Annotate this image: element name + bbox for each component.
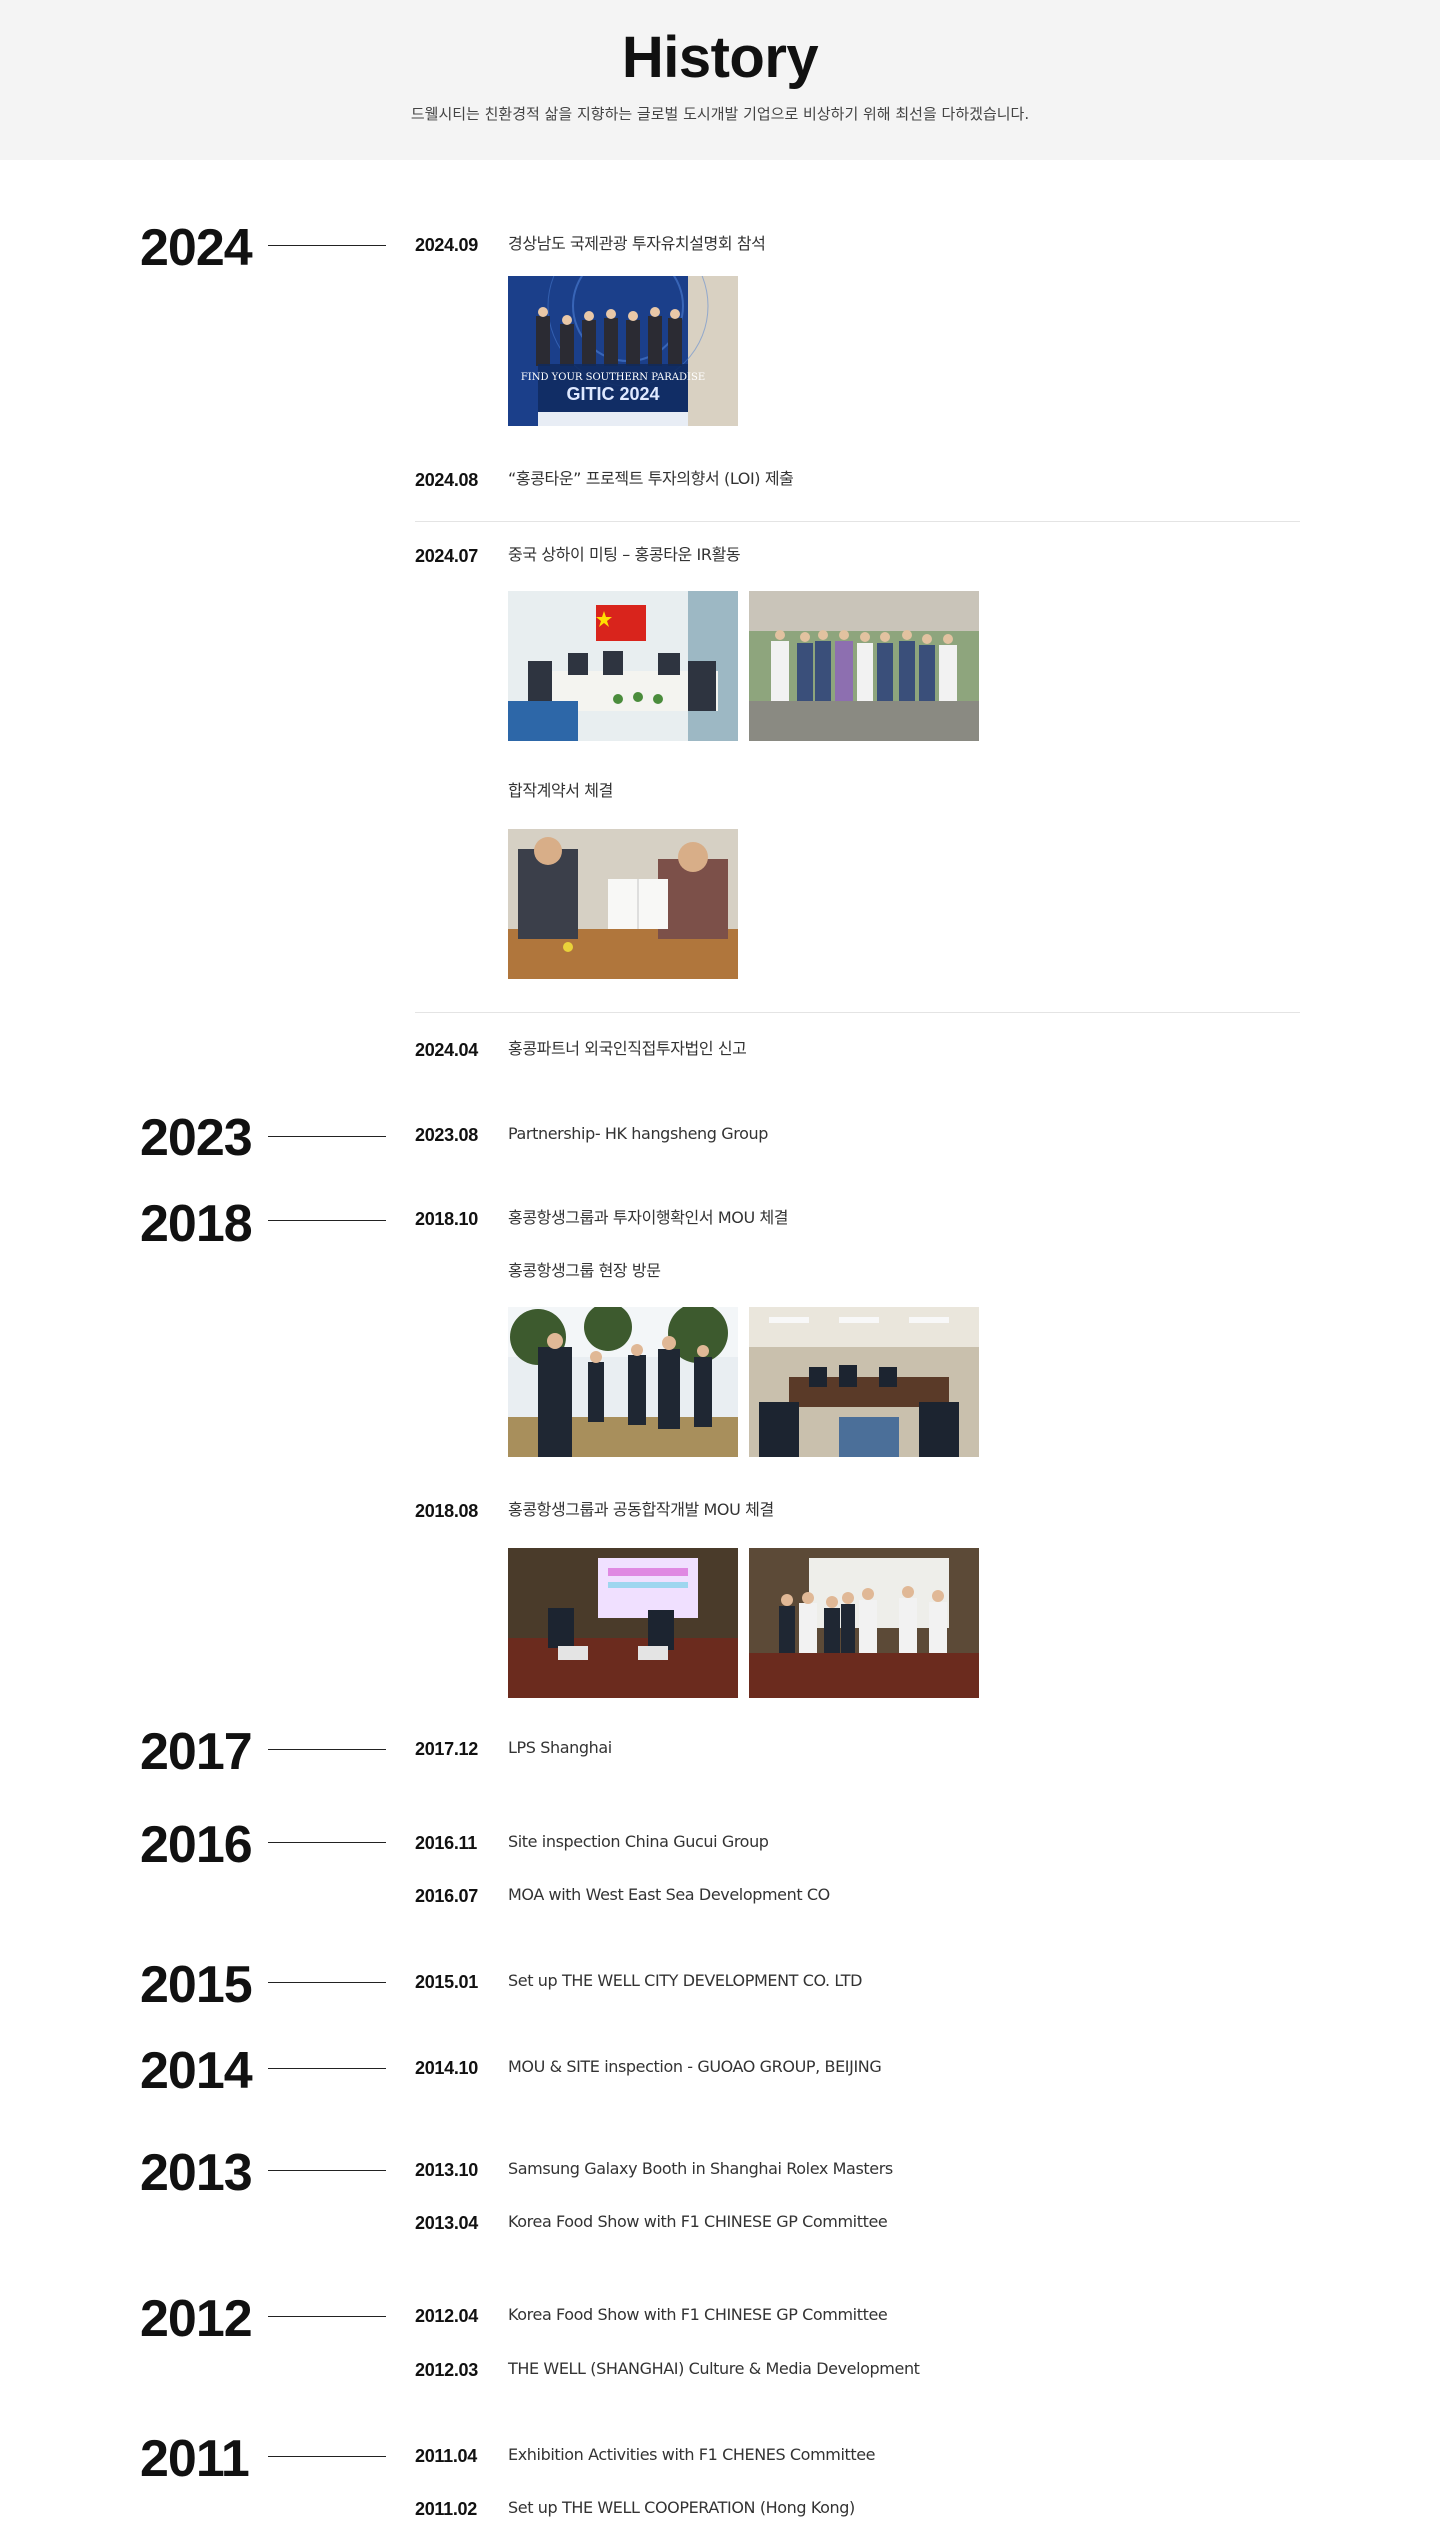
- event-date: 2013.10: [415, 2160, 478, 2180]
- event-description: THE WELL (SHANGHAI) Culture & Media Deve…: [508, 2359, 920, 2378]
- year-label-2013: 2013: [140, 2144, 253, 2202]
- event-description: Exhibition Activities with F1 CHENES Com…: [508, 2445, 876, 2464]
- event-date: 2024.08: [415, 470, 478, 490]
- event-description: Site inspection China Gucui Group: [508, 1832, 769, 1851]
- year-label-2024: 2024: [140, 219, 253, 277]
- event-date: 2023.08: [415, 1125, 478, 1145]
- event-date: 2011.04: [415, 2446, 477, 2466]
- event-description: Set up THE WELL COOPERATION (Hong Kong): [508, 2498, 855, 2517]
- event-description: 홍콩파트너 외국인직접투자법인 신고: [508, 1039, 747, 1058]
- event-description: 홍콩항생그룹과 공동합작개발 MOU 체결: [508, 1500, 774, 1519]
- event-description: “홍콩타운” 프로젝트 투자의향서 (LOI) 제출: [508, 469, 794, 488]
- event-date: 2017.12: [415, 1739, 478, 1759]
- event-description: MOA with West East Sea Development CO: [508, 1885, 830, 1904]
- event-description: LPS Shanghai: [508, 1738, 612, 1757]
- photo-site-visit-meeting: [749, 1307, 979, 1457]
- event-date: 2014.10: [415, 2058, 478, 2078]
- gitic-banner-line1: FIND YOUR SOUTHERN PARADISE: [521, 372, 705, 383]
- photo-mou-signing: [508, 1548, 738, 1698]
- photo-shanghai-meeting: [508, 591, 738, 741]
- event-description: 홍콩항생그룹 현장 방문: [508, 1261, 661, 1280]
- photo-shanghai-group: [749, 591, 979, 741]
- event-date: 2024.07: [415, 546, 478, 566]
- year-label-2023: 2023: [140, 1109, 253, 1167]
- photo-gitic-2024: FIND YOUR SOUTHERN PARADISE GITIC 2024: [508, 276, 738, 426]
- page-header: History 드웰시티는 친환경적 삶을 지향하는 글로벌 도시개발 기업으로…: [0, 0, 1440, 160]
- year-label-2012: 2012: [140, 2290, 253, 2348]
- event-description: 홍콩항생그룹과 투자이행확인서 MOU 체결: [508, 1208, 789, 1227]
- photo-mou-group: [749, 1548, 979, 1698]
- event-date: 2016.07: [415, 1886, 478, 1906]
- divider: [415, 1012, 1300, 1013]
- page-subtitle: 드웰시티는 친환경적 삶을 지향하는 글로벌 도시개발 기업으로 비상하기 위해…: [410, 105, 1030, 123]
- year-connector-line: [268, 2068, 386, 2069]
- event-date: 2011.02: [415, 2499, 477, 2519]
- event-description: 경상남도 국제관광 투자유치설명회 참석: [508, 234, 766, 253]
- year-label-2015: 2015: [140, 1956, 253, 2014]
- event-date: 2018.10: [415, 1209, 478, 1229]
- year-connector-line: [268, 1136, 386, 1137]
- year-label-2018: 2018: [140, 1195, 253, 1253]
- event-date: 2012.03: [415, 2360, 478, 2380]
- event-date: 2013.04: [415, 2213, 478, 2233]
- event-description: Samsung Galaxy Booth in Shanghai Rolex M…: [508, 2159, 893, 2178]
- event-date: 2024.04: [415, 1040, 478, 1060]
- event-description: 중국 상하이 미팅 – 홍콩타운 IR활동: [508, 545, 741, 564]
- year-connector-line: [268, 2316, 386, 2317]
- event-description: Korea Food Show with F1 CHINESE GP Commi…: [508, 2305, 888, 2324]
- event-date: 2016.11: [415, 1833, 477, 1853]
- photo-joint-contract: [508, 829, 738, 979]
- event-description: Partnership- HK hangsheng Group: [508, 1124, 768, 1143]
- year-connector-line: [268, 245, 386, 246]
- event-description: Korea Food Show with F1 CHINESE GP Commi…: [508, 2212, 888, 2231]
- page-title: History: [621, 25, 819, 90]
- year-connector-line: [268, 1220, 386, 1221]
- divider: [415, 521, 1300, 522]
- event-date: 2024.09: [415, 235, 478, 255]
- year-label-2017: 2017: [140, 1723, 253, 1781]
- year-connector-line: [268, 1982, 386, 1983]
- photo-site-visit-outdoor: [508, 1307, 738, 1457]
- event-description: Set up THE WELL CITY DEVELOPMENT CO. LTD: [508, 1971, 863, 1990]
- event-date: 2015.01: [415, 1972, 478, 1992]
- year-connector-line: [268, 2170, 386, 2171]
- year-connector-line: [268, 2456, 386, 2457]
- event-date: 2012.04: [415, 2306, 478, 2326]
- year-connector-line: [268, 1749, 386, 1750]
- year-label-2014: 2014: [140, 2042, 253, 2100]
- year-label-2011: 2011: [140, 2430, 250, 2488]
- year-label-2016: 2016: [140, 1816, 253, 1874]
- year-connector-line: [268, 1842, 386, 1843]
- event-description: MOU & SITE inspection - GUOAO GROUP, BEI…: [508, 2057, 882, 2076]
- event-date: 2018.08: [415, 1501, 478, 1521]
- gitic-banner-line2: GITIC 2024: [566, 384, 659, 404]
- event-description: 합작계약서 체결: [508, 781, 613, 800]
